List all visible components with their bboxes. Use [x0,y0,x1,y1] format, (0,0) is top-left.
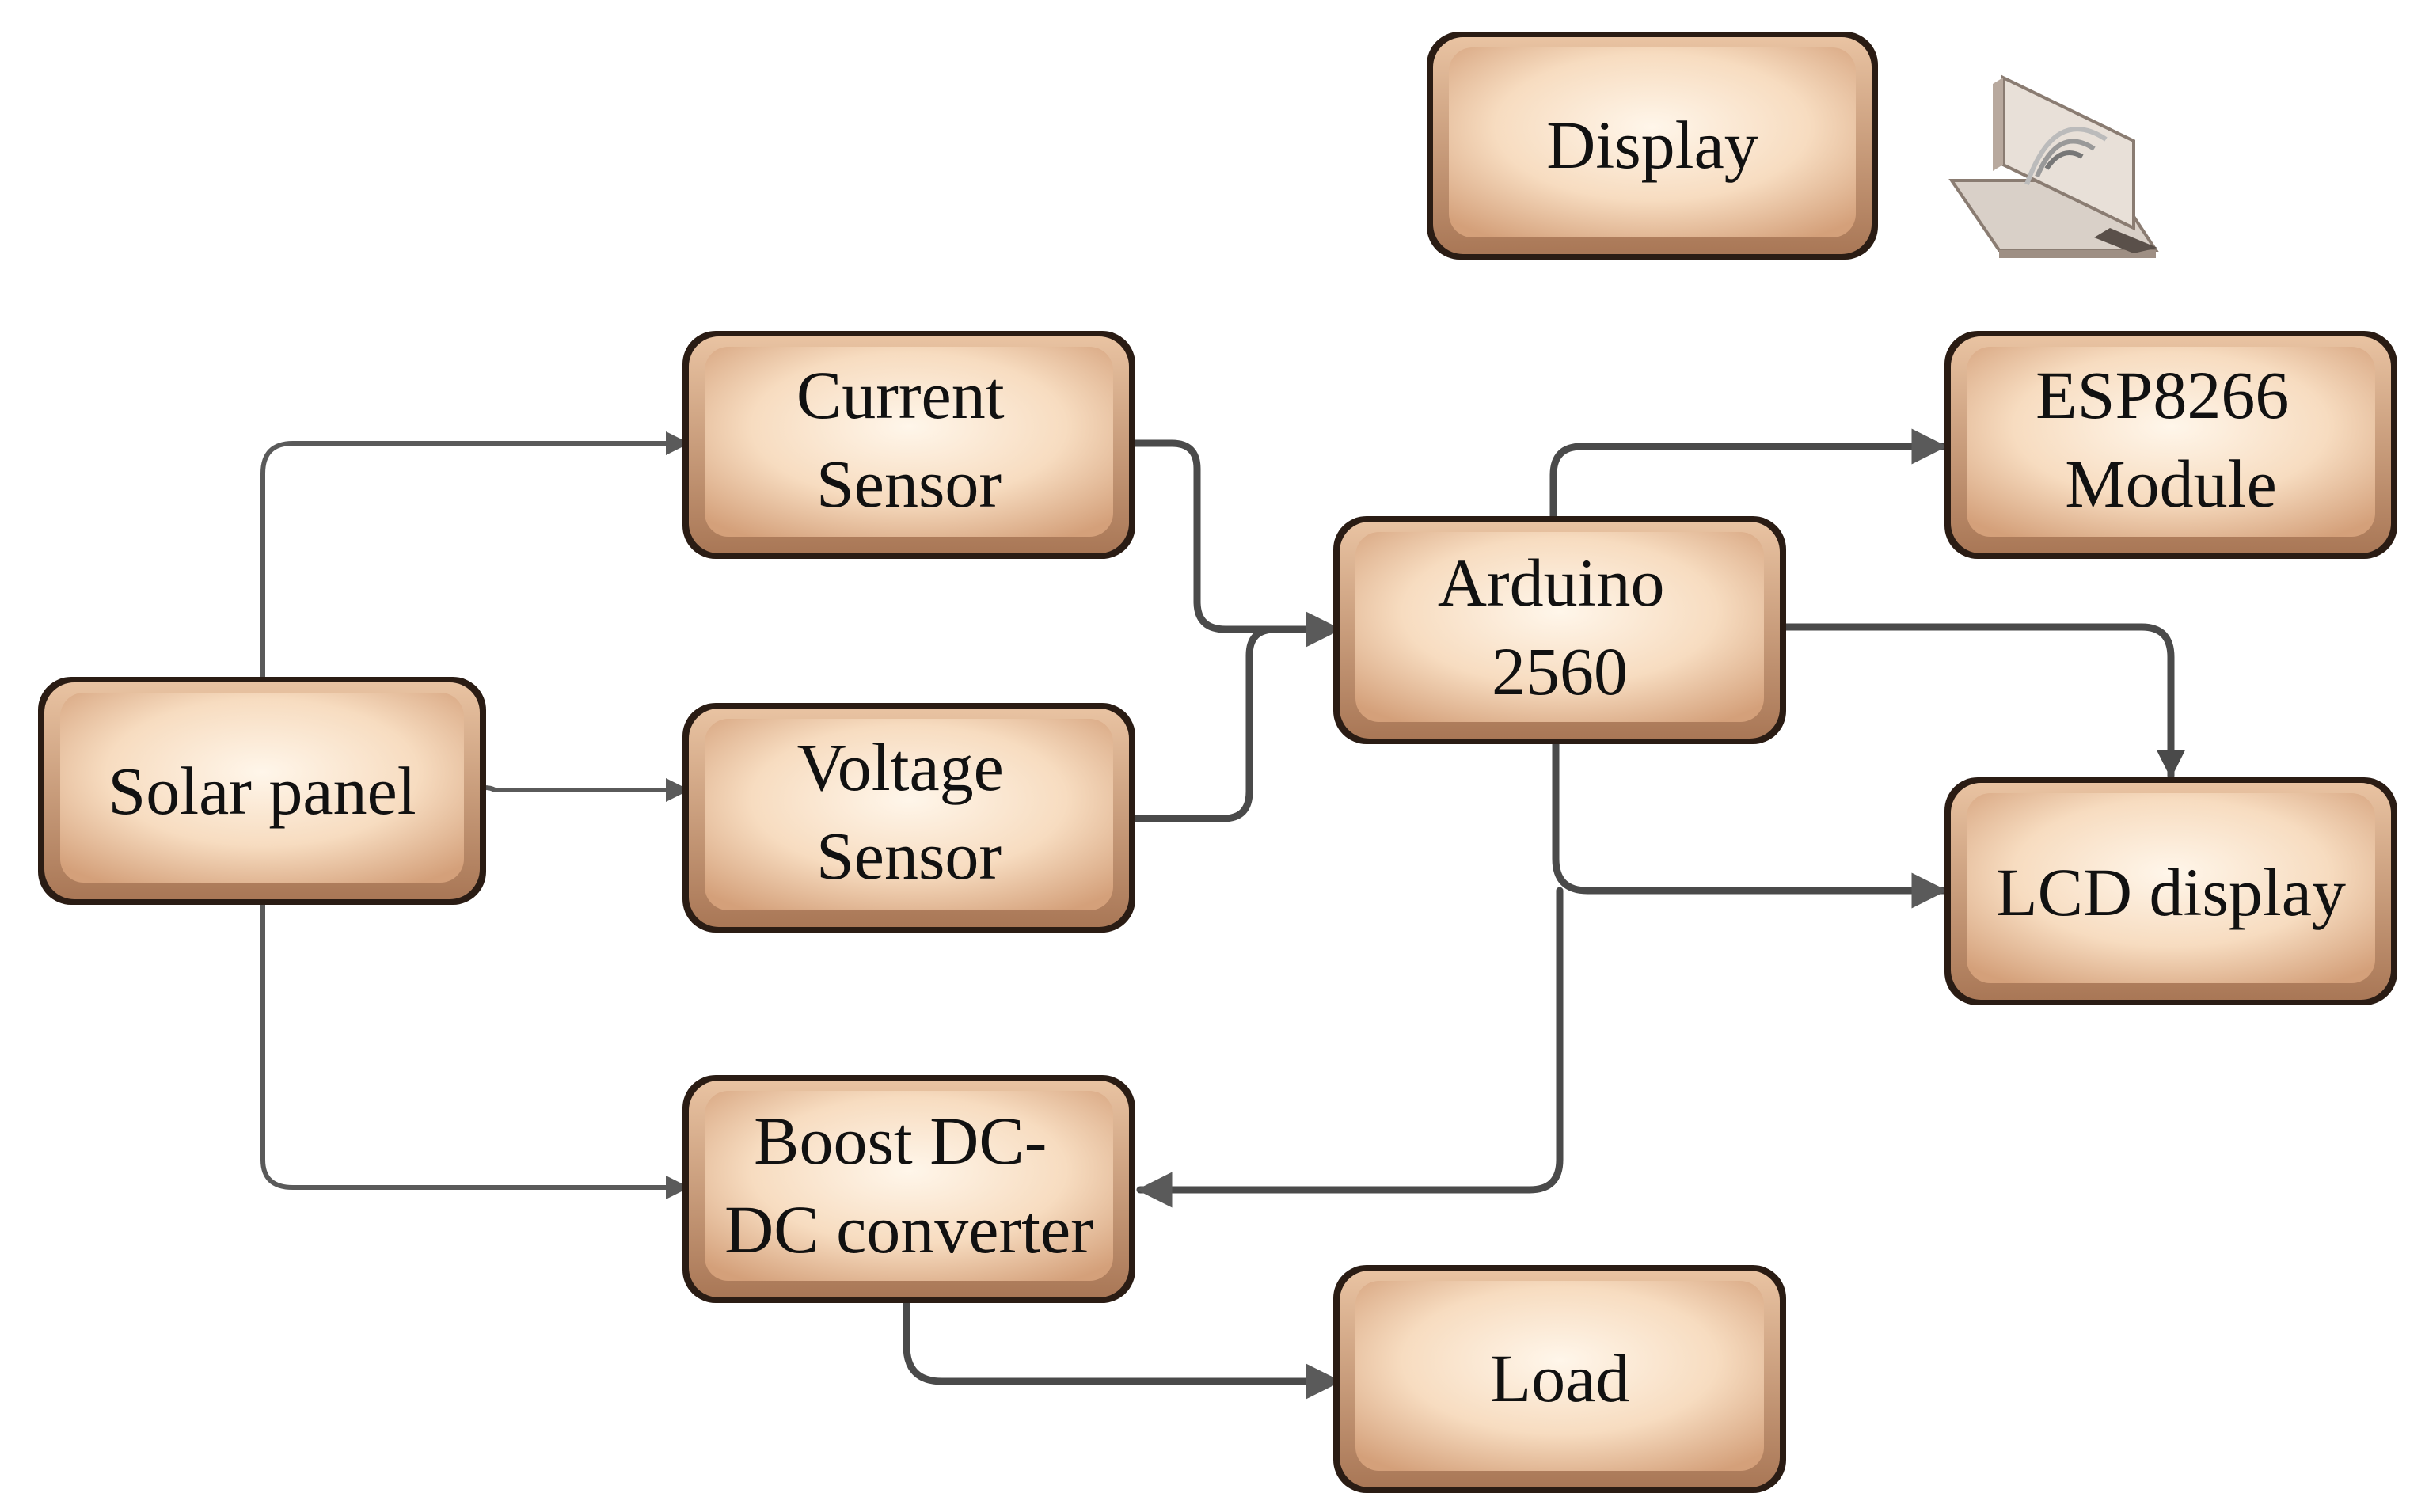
block-voltage-sensor-label: Voltage Sensor [797,729,1021,894]
block-voltage-sensor: Voltage Sensor [682,703,1135,933]
blocks: Display Current Sensor ESP8266 Module [38,32,2397,1493]
block-load: Load [1333,1265,1786,1493]
connector-arduino-to-lcd-side [1552,740,1948,909]
block-esp8266-module: ESP8266 Module [1944,331,2397,559]
block-display: Display [1427,32,1878,260]
block-lcd-display: LCD display [1944,777,2397,1005]
block-solar-panel: Solar panel [38,677,486,905]
connector-voltage-to-arduino [1130,625,1279,822]
block-boost-converter-label: Boost DC- DC converter [724,1103,1093,1267]
connector-solar-to-boost [260,900,690,1199]
wireless-device-icon [1948,74,2159,258]
block-arduino-label: Arduino 2560 [1438,545,1682,709]
block-lcd-display-label: LCD display [1996,854,2346,930]
connector-arduino-to-boost [1136,887,1564,1208]
block-solar-panel-label: Solar panel [108,753,416,829]
connector-solar-to-voltage [482,778,690,802]
block-esp8266-module-label: ESP8266 Module [2036,357,2306,522]
block-display-label: Display [1546,107,1758,183]
block-load-label: Load [1490,1340,1630,1416]
connector-current-to-arduino [1130,439,1342,648]
connector-arduino-to-esp8266 [1549,428,1948,522]
connectors [260,428,2185,1400]
block-current-sensor-label: Current Sensor [796,357,1021,522]
block-current-sensor: Current Sensor [682,331,1135,559]
block-arduino: Arduino 2560 [1333,516,1786,744]
connector-solar-to-current [260,431,690,682]
connector-boost-to-load [903,1298,1342,1400]
connector-arduino-to-lcd-top [1777,623,2185,780]
block-boost-converter: Boost DC- DC converter [682,1075,1135,1303]
